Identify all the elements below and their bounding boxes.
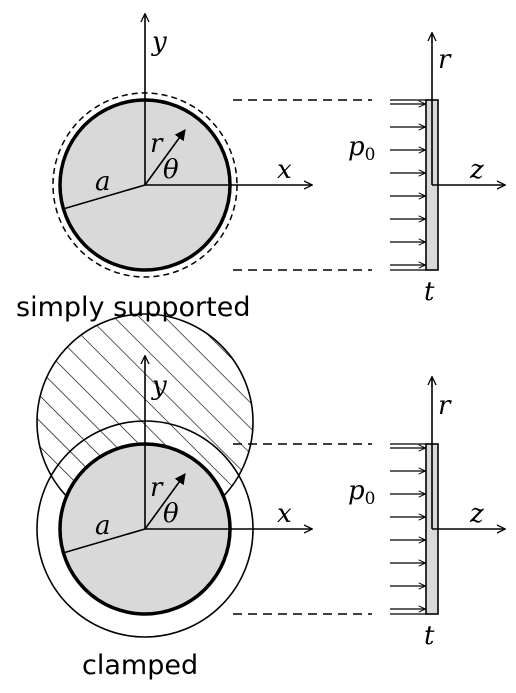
theta-label: θ xyxy=(163,155,179,185)
a-label: a xyxy=(95,167,111,197)
y-axis-label: y xyxy=(151,27,167,57)
clamped-diagram: y x r θ a p0 r z t clamped xyxy=(36,313,505,681)
pressure-arrows xyxy=(390,104,425,265)
y-axis-label: y xyxy=(151,371,167,401)
clamped-caption: clamped xyxy=(82,650,198,681)
r-side-label: r xyxy=(438,391,452,421)
z-axis-label: z xyxy=(469,155,484,185)
theta-label: θ xyxy=(163,499,179,529)
t-label: t xyxy=(424,277,435,307)
p0-label: p0 xyxy=(348,476,375,509)
t-label: t xyxy=(424,621,435,651)
x-axis-label: x xyxy=(277,155,292,185)
x-axis-label: x xyxy=(277,499,292,529)
r-label: r xyxy=(150,473,164,503)
z-axis-label: z xyxy=(469,499,484,529)
pressure-arrows xyxy=(390,448,425,609)
r-side-label: r xyxy=(438,45,452,75)
p0-label: p0 xyxy=(348,132,375,165)
r-arrow xyxy=(144,129,186,186)
r-arrow xyxy=(144,473,186,530)
a-label: a xyxy=(95,511,111,541)
simply-supported-diagram: y x r θ a p0 r z t simply supported xyxy=(16,14,505,323)
radius-a-line xyxy=(62,528,146,554)
r-label: r xyxy=(150,129,164,159)
radius-a-line xyxy=(62,184,146,210)
